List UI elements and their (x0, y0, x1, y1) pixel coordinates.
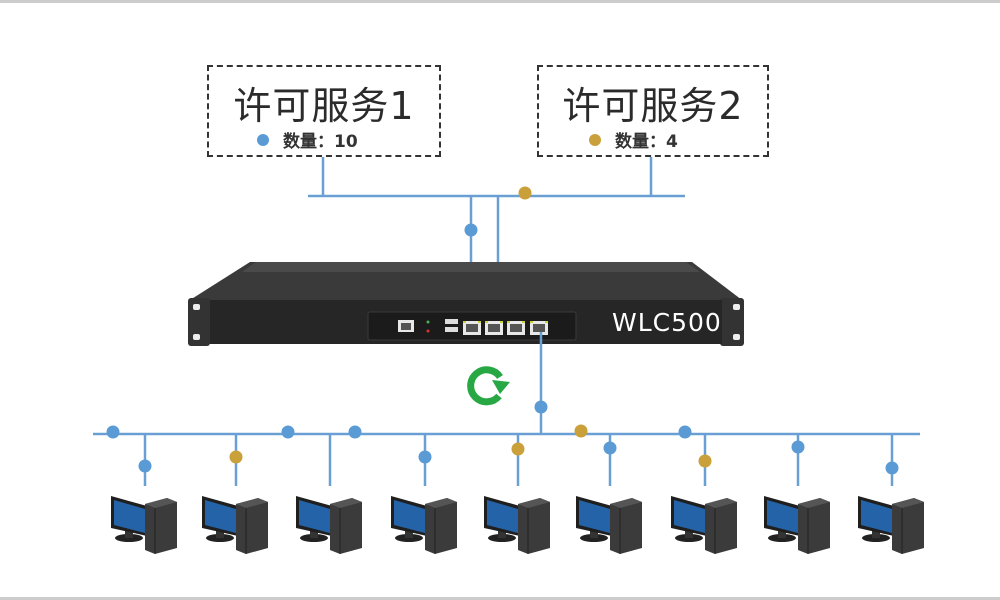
license-service-1-count: 数量：10 (257, 127, 358, 152)
gold-license-token (229, 450, 243, 464)
blue-token-downlink (534, 400, 548, 414)
desktop-computer-icon (764, 496, 830, 554)
blue-bus-token (106, 425, 120, 439)
blue-license-token (418, 450, 432, 464)
blue-license-token (138, 459, 152, 473)
license-service-2-count: 数量：4 (589, 127, 678, 152)
desktop-computer-icon (111, 496, 177, 554)
blue-license-token (603, 441, 617, 455)
desktop-computer-icon (671, 496, 737, 554)
refresh-cycle-icon (467, 366, 510, 406)
desktop-computer-icon (296, 496, 362, 554)
gold-bus-token (574, 424, 588, 438)
license-service-2-box: 许可服务2 数量：4 (537, 65, 769, 157)
top-border (0, 0, 1000, 3)
client-node (391, 434, 457, 554)
gold-license-token (511, 442, 525, 456)
blue-token-uplink (464, 223, 478, 237)
desktop-computer-icon (391, 496, 457, 554)
client-node (576, 434, 642, 554)
rack-controller-icon (188, 262, 744, 346)
blue-license-legend-dot (257, 134, 269, 146)
count-value: 4 (666, 132, 678, 152)
blue-bus-token (281, 425, 295, 439)
count-label: 数量： (615, 132, 666, 152)
desktop-computer-icon (202, 496, 268, 554)
desktop-computer-icon (858, 496, 924, 554)
blue-license-token (791, 440, 805, 454)
count-value: 10 (334, 132, 358, 152)
desktop-computer-icon (576, 496, 642, 554)
device-model-label: WLC500 (612, 308, 722, 337)
blue-license-token (885, 461, 899, 475)
license-service-2-title: 许可服务2 (562, 84, 744, 128)
gold-license-token (698, 454, 712, 468)
client-node (764, 434, 830, 554)
client-node (671, 434, 737, 554)
client-node (111, 434, 177, 554)
bottom-border (0, 597, 1000, 600)
client-node (484, 434, 550, 554)
gold-token-upper (518, 186, 532, 200)
client-node (202, 434, 268, 554)
blue-bus-token (678, 425, 692, 439)
client-node (296, 434, 362, 554)
gold-license-legend-dot (589, 134, 601, 146)
count-label: 数量： (283, 132, 334, 152)
license-service-1-box: 许可服务1 数量：10 (207, 65, 441, 157)
desktop-computer-icon (484, 496, 550, 554)
blue-bus-token (348, 425, 362, 439)
license-service-1-title: 许可服务1 (233, 84, 415, 128)
client-node (858, 434, 924, 554)
